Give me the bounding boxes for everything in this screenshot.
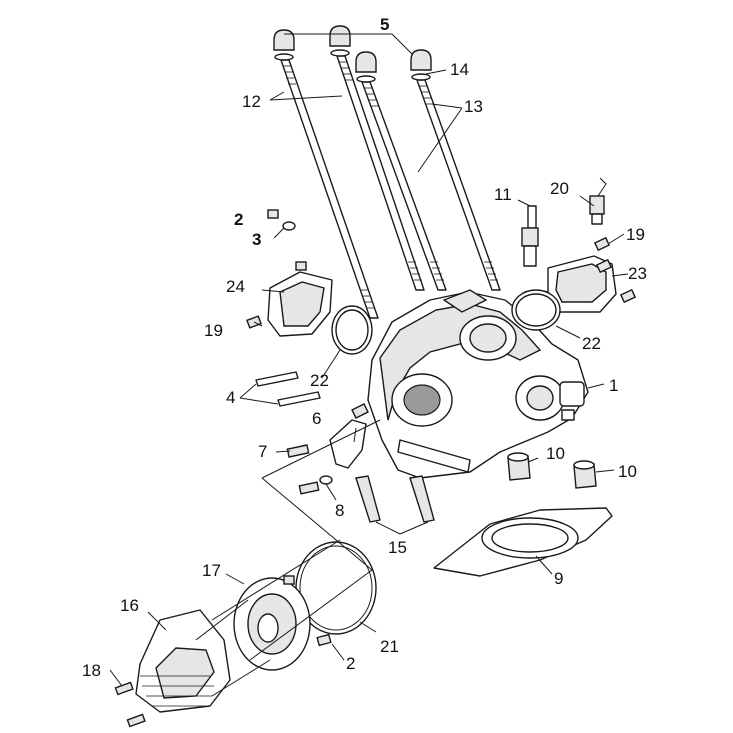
leader-lines bbox=[109, 33, 629, 687]
callout-22-right: 22 bbox=[582, 334, 601, 353]
callout-3: 3 bbox=[252, 230, 261, 249]
callout-7: 7 bbox=[258, 442, 267, 461]
left-cover bbox=[267, 271, 373, 355]
dowel-pins bbox=[507, 452, 597, 489]
callout-8: 8 bbox=[335, 501, 344, 520]
callout-23: 23 bbox=[628, 264, 647, 283]
callout-15: 15 bbox=[388, 538, 407, 557]
callout-4: 4 bbox=[226, 388, 235, 407]
callout-2-lower: 2 bbox=[346, 654, 355, 673]
callout-14: 14 bbox=[450, 60, 469, 79]
callout-16: 16 bbox=[120, 596, 139, 615]
cylinder-head bbox=[367, 289, 589, 479]
callout-1: 1 bbox=[609, 376, 618, 395]
callout-11: 11 bbox=[494, 185, 512, 204]
callout-9: 9 bbox=[554, 569, 563, 588]
callout-17: 17 bbox=[202, 561, 221, 580]
spark-plug bbox=[521, 205, 539, 267]
callout-13: 13 bbox=[464, 97, 483, 116]
bracket bbox=[329, 403, 369, 469]
callout-22-left: 22 bbox=[310, 371, 329, 390]
callout-5: 5 bbox=[380, 15, 389, 34]
bolts-18 bbox=[114, 681, 146, 728]
callout-10-right: 10 bbox=[618, 462, 637, 481]
callout-21: 21 bbox=[380, 637, 399, 656]
temperature-sensor bbox=[589, 177, 607, 225]
callout-labels: 1 2 2 3 4 5 6 7 8 9 10 10 11 12 13 14 15… bbox=[82, 15, 647, 680]
long-bolts bbox=[355, 475, 435, 523]
callout-6: 6 bbox=[312, 409, 321, 428]
guide-lines bbox=[195, 419, 381, 697]
callout-19-right: 19 bbox=[626, 225, 645, 244]
callout-20: 20 bbox=[550, 179, 569, 198]
small-bolts bbox=[246, 209, 637, 329]
callout-12: 12 bbox=[242, 92, 261, 111]
finned-cover-16 bbox=[135, 609, 231, 713]
callout-2-upper: 2 bbox=[234, 210, 243, 229]
callout-18: 18 bbox=[82, 661, 101, 680]
head-gasket bbox=[433, 507, 613, 577]
cap-nuts bbox=[273, 25, 432, 83]
bolt-2-lower bbox=[283, 575, 332, 647]
callout-10-left: 10 bbox=[546, 444, 565, 463]
cover-plate-17 bbox=[233, 577, 311, 671]
callout-24: 24 bbox=[226, 277, 245, 296]
callout-19-left: 19 bbox=[204, 321, 223, 340]
bolt-7 bbox=[286, 444, 310, 458]
short-studs bbox=[255, 371, 321, 407]
